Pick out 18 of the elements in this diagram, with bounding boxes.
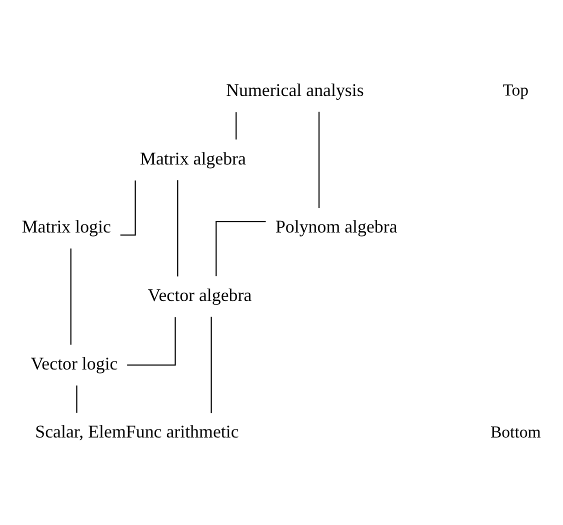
connector bbox=[216, 221, 266, 276]
node-text: Scalar, ElemFunc arithmetic bbox=[35, 422, 239, 442]
connector bbox=[318, 112, 320, 208]
connector bbox=[177, 180, 178, 276]
node-text: Vector algebra bbox=[148, 284, 252, 305]
node-text: Numerical analysis bbox=[226, 80, 364, 100]
label: Top bbox=[502, 80, 529, 100]
connector bbox=[127, 317, 176, 366]
node-text: Matrix logic bbox=[22, 216, 111, 237]
node-text: Vector logic bbox=[30, 353, 118, 374]
connector bbox=[210, 316, 212, 414]
node-text: Matrix algebra bbox=[140, 148, 246, 168]
node-text: Polynom algebra bbox=[275, 216, 398, 237]
label: Bottom bbox=[490, 422, 541, 442]
connector bbox=[236, 112, 237, 140]
connector bbox=[70, 248, 72, 345]
connector bbox=[120, 180, 136, 236]
connector bbox=[76, 386, 78, 413]
